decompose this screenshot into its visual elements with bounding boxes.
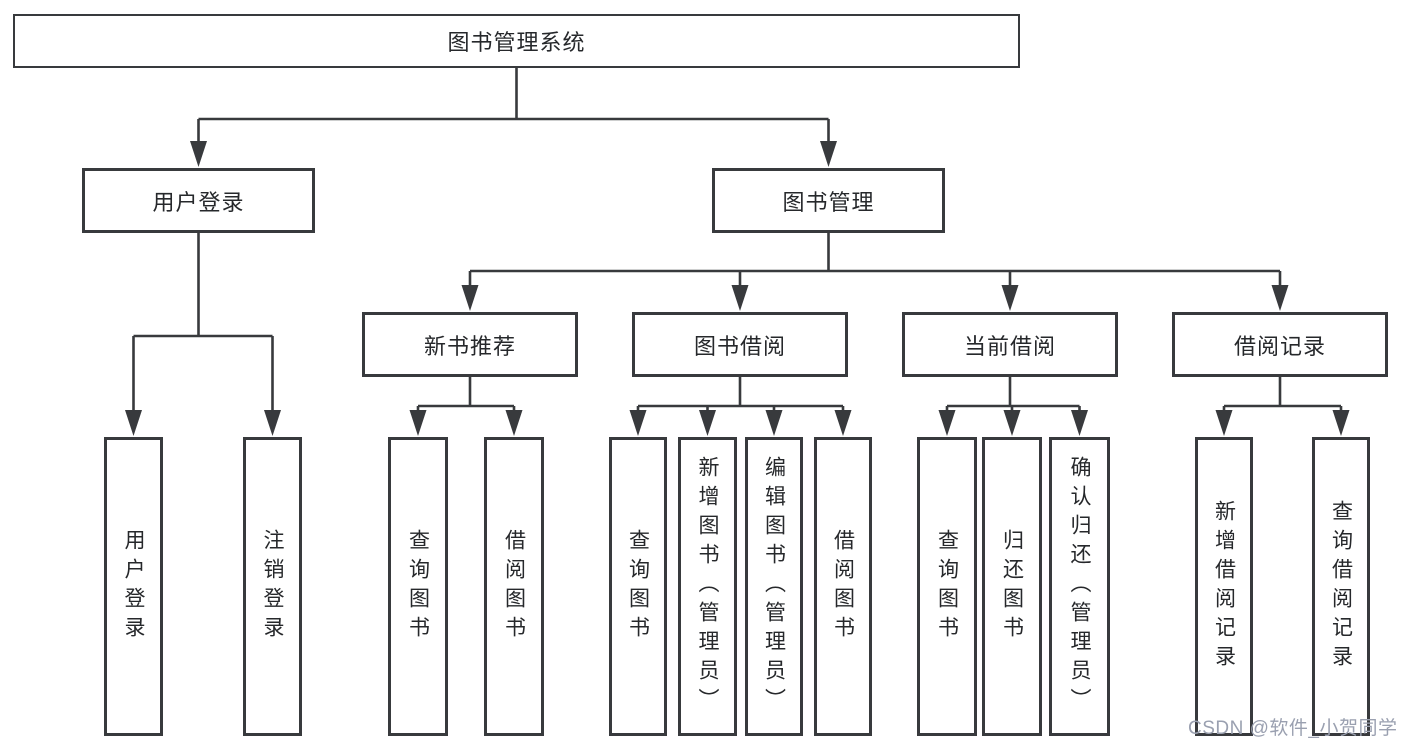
node-label: 新增图书（管理员） xyxy=(696,456,719,717)
node-label: 图书管理系统 xyxy=(447,30,586,55)
node-label: 用户登录 xyxy=(122,528,145,645)
connector-new-book-to-leaves xyxy=(416,377,516,417)
watermark: CSDN @软件_小贺同学 xyxy=(1188,718,1398,739)
node-label: 编辑图书（管理员） xyxy=(762,456,786,717)
node-label: 图书管理 xyxy=(782,189,875,215)
arrow-down-icon xyxy=(1003,410,1021,436)
node-label: 当前借阅 xyxy=(963,333,1056,359)
connector-borrow-records-to-leaves xyxy=(1222,377,1343,417)
arrow-down-icon xyxy=(1332,410,1350,436)
arrow-down-icon xyxy=(699,410,716,436)
node-label: 借阅记录 xyxy=(1233,333,1326,359)
connector-book-borrow-to-leaves xyxy=(636,377,845,417)
connector-root-to-level2 xyxy=(197,68,830,148)
leaf-edit-book-admin: 编辑图书（管理员） xyxy=(745,437,803,736)
arrow-down-icon xyxy=(1071,410,1088,436)
arrow-down-icon xyxy=(938,410,956,436)
node-library-management-system: 图书管理系统 xyxy=(13,14,1020,68)
arrow-down-icon xyxy=(765,410,783,436)
node-label: 注销登录 xyxy=(261,528,284,645)
connector-user-login-to-leaves xyxy=(132,233,274,417)
leaf-query-books-3: 查询图书 xyxy=(917,437,977,736)
leaf-return-books: 归还图书 xyxy=(982,437,1042,736)
node-label: 用户登录 xyxy=(152,189,245,215)
arrow-down-icon xyxy=(125,410,142,436)
arrow-down-icon xyxy=(1271,285,1289,311)
arrow-down-icon xyxy=(505,410,523,436)
arrow-down-icon xyxy=(820,141,837,167)
leaf-borrow-books-1: 借阅图书 xyxy=(484,437,544,736)
node-book-management: 图书管理 xyxy=(712,168,945,233)
leaf-borrow-books-2: 借阅图书 xyxy=(814,437,872,736)
node-label: 查询借阅记录 xyxy=(1329,499,1353,674)
node-label: 查询图书 xyxy=(935,528,959,645)
arrow-down-icon xyxy=(409,410,427,436)
node-label: 确认归还（管理员） xyxy=(1068,456,1091,717)
node-label: 查询图书 xyxy=(626,528,650,645)
node-borrow-records: 借阅记录 xyxy=(1172,312,1388,377)
leaf-add-book-admin: 新增图书（管理员） xyxy=(678,437,737,736)
node-label: 新书推荐 xyxy=(423,333,516,359)
arrow-down-icon xyxy=(834,410,852,436)
arrow-down-icon xyxy=(264,410,281,436)
leaf-query-books-2: 查询图书 xyxy=(609,437,667,736)
arrow-down-icon xyxy=(190,141,207,167)
node-book-borrow: 图书借阅 xyxy=(632,312,848,377)
node-label: 新增借阅记录 xyxy=(1212,499,1236,674)
node-current-borrow: 当前借阅 xyxy=(902,312,1118,377)
arrow-down-icon xyxy=(1001,285,1019,311)
node-user-login: 用户登录 xyxy=(82,168,315,233)
leaf-add-borrow-record: 新增借阅记录 xyxy=(1195,437,1253,736)
arrow-down-icon xyxy=(1215,410,1233,436)
arrow-down-icon xyxy=(461,285,479,311)
node-new-book-recommend: 新书推荐 xyxy=(362,312,578,377)
arrow-down-icon xyxy=(731,285,749,311)
leaf-user-login: 用户登录 xyxy=(104,437,163,736)
leaf-confirm-return-admin: 确认归还（管理员） xyxy=(1049,437,1110,736)
node-label: 归还图书 xyxy=(1000,528,1024,645)
node-label: 借阅图书 xyxy=(502,528,526,645)
arrow-down-icon xyxy=(629,410,647,436)
node-label: 借阅图书 xyxy=(831,528,855,645)
leaf-query-books-1: 查询图书 xyxy=(388,437,448,736)
leaf-query-borrow-record: 查询借阅记录 xyxy=(1312,437,1370,736)
connector-book-management-to-level3 xyxy=(468,233,1282,292)
node-label: 图书借阅 xyxy=(693,333,786,359)
leaf-logout: 注销登录 xyxy=(243,437,302,736)
connector-current-borrow-to-leaves xyxy=(945,377,1081,417)
node-label: 查询图书 xyxy=(406,528,430,645)
